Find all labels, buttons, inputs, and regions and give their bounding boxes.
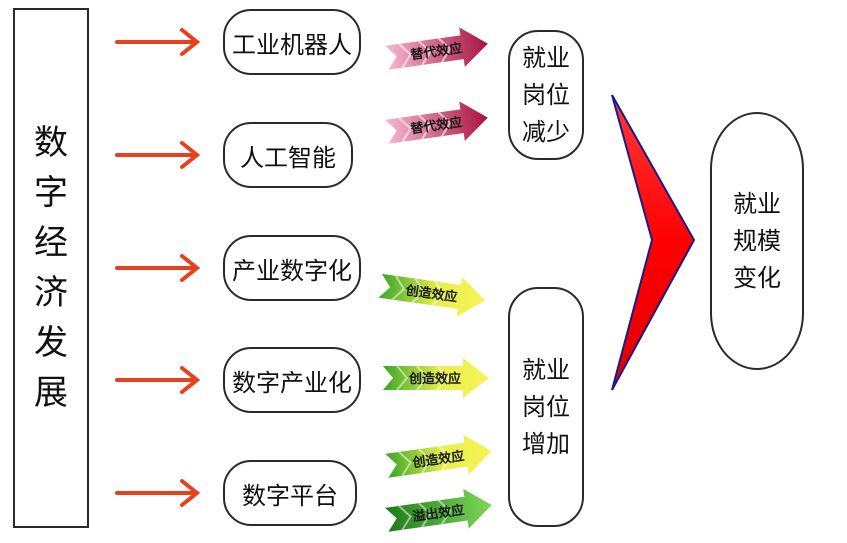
substitution-effect-arrow-2: 替代效应: [385, 101, 488, 144]
effect-label-5: 创造效应: [411, 448, 466, 471]
creation-effect-arrow-3: 创造效应: [385, 434, 492, 478]
driver-digital-platform: 数字平台: [223, 460, 357, 526]
creation-effect-arrow-2: 创造效应: [383, 358, 489, 398]
source-label: 数字经济发展: [34, 123, 68, 413]
big-red-chevron: [611, 94, 696, 391]
outcome-decrease-label: 就业岗位减少: [522, 43, 570, 146]
driver-label-4: 数字产业化: [232, 368, 352, 397]
driver-digital-industrialization: 数字产业化: [223, 347, 361, 413]
effect-label-6: 溢出效应: [412, 502, 466, 525]
result-label: 就业规模变化: [733, 189, 781, 292]
effect-label-4: 创造效应: [408, 371, 461, 387]
substitution-effect-arrow-1: 替代效应: [385, 27, 488, 70]
driver-industrial-digitalization: 产业数字化: [223, 235, 361, 301]
effect-label-3: 创造效应: [404, 282, 459, 305]
driver-label-5: 数字平台: [242, 481, 338, 510]
driver-label-1: 工业机器人: [232, 30, 352, 59]
source-box: 数字经济发展: [13, 8, 89, 528]
effect-label-2: 替代效应: [410, 114, 464, 137]
driver-arrow-4: [115, 366, 201, 394]
driver-industrial-robots: 工业机器人: [223, 9, 361, 75]
effect-label-1: 替代效应: [410, 40, 464, 63]
driver-arrow-1: [115, 28, 201, 56]
result-employment-scale: 就业规模变化: [710, 112, 804, 370]
driver-arrow-2: [115, 141, 201, 169]
driver-arrow-5: [115, 479, 201, 507]
creation-effect-arrow-1: 创造效应: [378, 273, 486, 317]
outcome-jobs-decrease: 就业岗位减少: [508, 30, 584, 160]
spillover-effect-arrow: 溢出效应: [385, 488, 492, 532]
driver-label-2: 人工智能: [240, 143, 336, 172]
driver-artificial-intelligence: 人工智能: [223, 122, 353, 188]
outcome-jobs-increase: 就业岗位增加: [508, 287, 584, 527]
driver-label-3: 产业数字化: [232, 256, 352, 285]
driver-arrow-3: [115, 254, 201, 282]
outcome-increase-label: 就业岗位增加: [522, 355, 570, 458]
